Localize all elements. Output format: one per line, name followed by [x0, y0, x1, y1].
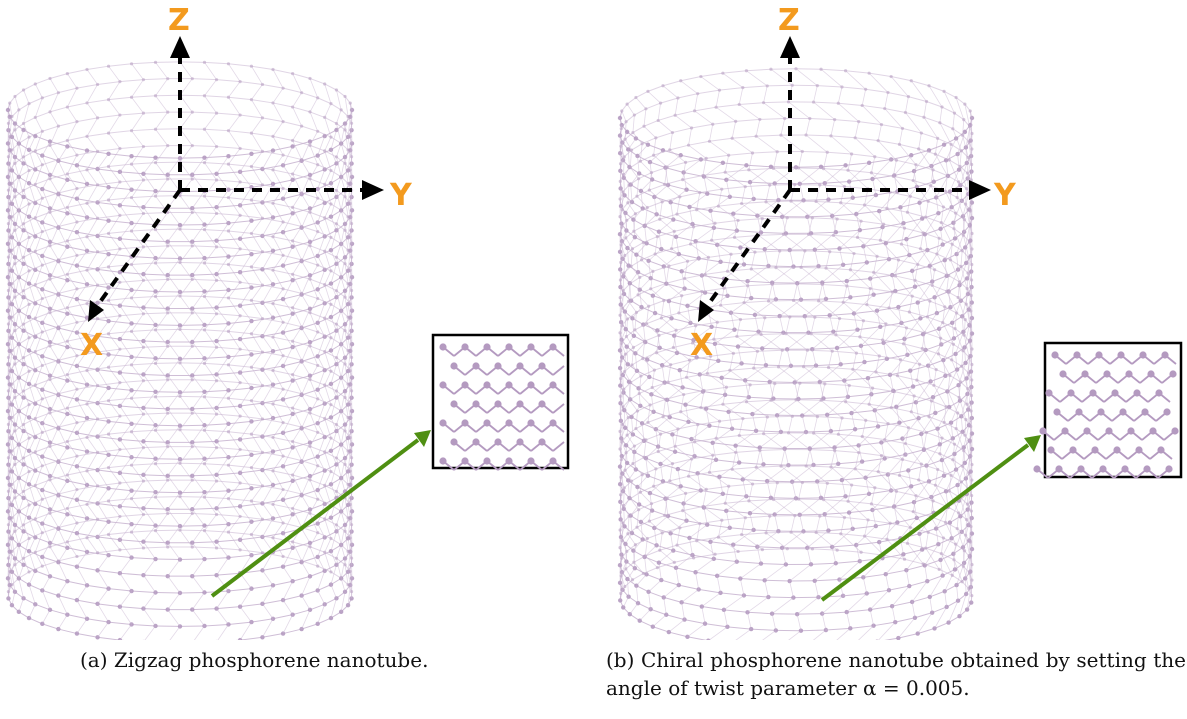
chiral-nanotube [617, 67, 975, 640]
x-axis-line [98, 188, 182, 304]
z-arrowhead-icon [780, 36, 800, 58]
zigzag-nanotube [5, 60, 355, 640]
green-pointer-arrow-icon [210, 430, 431, 598]
zoom-inset-a [431, 333, 570, 471]
axis-label-x: X [80, 328, 103, 363]
nanotube-figure-a: Z Y X [5, 3, 570, 640]
axis-label-z: Z [778, 3, 800, 38]
axis-label-z: Z [168, 3, 190, 38]
x-axis-line [708, 188, 792, 304]
caption-b: (b) Chiral phosphorene nanotube obtained… [606, 648, 1186, 700]
caption-a: (a) Zigzag phosphorene nanotube. [80, 648, 429, 672]
panel-b: Z Y X (b) Chiral phosphorene nanotube ob… [594, 0, 1187, 719]
green-pointer-arrow-icon [820, 435, 1041, 602]
x-arrowhead-icon [88, 300, 104, 322]
axis-label-y: Y [389, 178, 413, 213]
axis-label-y: Y [993, 178, 1017, 213]
x-arrowhead-icon [698, 300, 714, 322]
z-arrowhead-icon [170, 36, 190, 58]
nanotube-figure-b: Z Y X [617, 3, 1183, 640]
coordinate-axes: Z Y X [690, 3, 1017, 363]
axis-label-x: X [690, 328, 713, 363]
panel-a: Z Y X (a) Zigzag phosphorene nanotube. [0, 0, 593, 719]
y-arrowhead-icon [969, 180, 991, 200]
zoom-inset-b [1033, 341, 1183, 479]
coordinate-axes: Z Y X [80, 3, 413, 363]
y-arrowhead-icon [362, 180, 384, 200]
